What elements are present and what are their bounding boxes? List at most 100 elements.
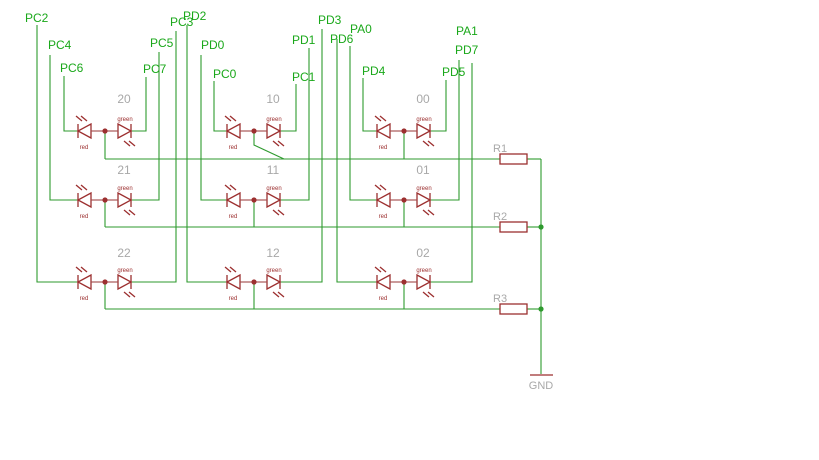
net-label-pc1: PC1 [292, 70, 316, 84]
wire-green-10 [280, 84, 297, 132]
led-green-00 [416, 122, 432, 140]
led-green-label: green [266, 268, 281, 274]
net-label-pd1: PD1 [292, 33, 316, 47]
led-red-ray [80, 266, 88, 273]
net-label-pc2: PC2 [25, 11, 49, 25]
led-red-ray [379, 184, 387, 191]
led-red-ray [80, 115, 88, 122]
led-red-01 [375, 191, 391, 209]
net-label-pa1: PA1 [456, 24, 478, 38]
led-green-ray [272, 140, 280, 147]
led-green-label: green [416, 268, 431, 274]
led-red-ray [224, 115, 232, 122]
wire-green-01 [430, 60, 460, 201]
led-red-12 [225, 273, 241, 291]
led-red-label: red [229, 214, 238, 220]
labels: PC2PC4PC6PC3PC5PC7PD2PD0PC0PD3PD1PC1PD6P… [25, 9, 553, 392]
resistor-r2 [499, 221, 528, 233]
led-green-10 [266, 122, 282, 140]
net-label-pc0: PC0 [213, 67, 237, 81]
net-label-pc7: PC7 [143, 62, 167, 76]
wire-green-22 [131, 31, 177, 283]
resistor-r3 [499, 303, 528, 315]
led-red-ray [374, 115, 382, 122]
led-red-ray [224, 266, 232, 273]
led-cell-10: red green [224, 115, 285, 151]
net-label-pa0: PA0 [350, 22, 372, 36]
junction-dot [102, 279, 108, 285]
led-green-ray [123, 140, 131, 147]
cell-label-10: 10 [266, 92, 280, 106]
resistor-label-r3: R3 [493, 293, 507, 305]
led-red-ray [75, 115, 83, 122]
led-red-label: red [379, 296, 388, 302]
net-label-pc6: PC6 [60, 61, 84, 75]
led-green-label: green [416, 186, 431, 192]
led-red-ray [229, 115, 237, 122]
led-green-ray [422, 209, 430, 216]
led-red-20 [76, 122, 92, 140]
junction-dot [251, 279, 257, 285]
wires [36, 25, 544, 374]
led-red-ray [379, 115, 387, 122]
wire-green-02 [430, 63, 473, 283]
led-green-11 [266, 191, 282, 209]
led-red-10 [225, 122, 241, 140]
led-green-label: green [117, 186, 132, 192]
led-green-ray [277, 291, 285, 298]
led-green-01 [416, 191, 432, 209]
led-green-label: green [416, 117, 431, 123]
junction-dot [401, 279, 407, 285]
led-green-ray [128, 140, 136, 147]
junction-dot [401, 197, 407, 203]
wire-green-21 [131, 52, 160, 201]
led-green-ray [277, 209, 285, 216]
net-label-pc5: PC5 [150, 36, 174, 50]
led-red-ray [229, 184, 237, 191]
resistor-label-r1: R1 [493, 143, 507, 155]
led-green-label: green [117, 117, 132, 123]
ground-label: GND [529, 380, 554, 392]
led-red-ray [374, 184, 382, 191]
led-green-20 [117, 122, 133, 140]
junction-dot [102, 128, 108, 134]
wire-red-20 [63, 76, 78, 132]
resistor-label-r2: R2 [493, 211, 507, 223]
parts: redgreenredgreenredgreenredgreenredgreen… [75, 115, 553, 376]
led-green-22 [117, 273, 133, 291]
junction-dot [538, 306, 544, 312]
led-green-21 [117, 191, 133, 209]
net-label-pd6: PD6 [330, 32, 354, 46]
wire-red-22 [36, 25, 78, 283]
led-red-ray [75, 266, 83, 273]
junction-dot [102, 197, 108, 203]
led-green-ray [422, 291, 430, 298]
net-label-pd0: PD0 [201, 38, 225, 52]
led-green-02 [416, 273, 432, 291]
wire-green-20 [131, 77, 147, 132]
led-green-label: green [266, 117, 281, 123]
cell-label-20: 20 [117, 92, 131, 106]
led-green-ray [272, 291, 280, 298]
wire-red-00 [362, 78, 377, 132]
wire-red-10 [213, 81, 227, 132]
led-green-ray [128, 291, 136, 298]
wire-red-01 [349, 46, 377, 201]
led-red-label: red [229, 145, 238, 151]
led-red-ray [224, 184, 232, 191]
wire-red-21 [49, 55, 78, 201]
wire-red-02 [336, 39, 377, 283]
led-green-label: green [117, 268, 132, 274]
cell-label-02: 02 [416, 246, 430, 260]
net-label-pd3: PD3 [318, 13, 342, 27]
cell-label-11: 11 [267, 163, 280, 177]
net-label-pc4: PC4 [48, 38, 72, 52]
led-red-label: red [229, 296, 238, 302]
led-red-11 [225, 191, 241, 209]
led-red-ray [229, 266, 237, 273]
wire-green-00 [430, 80, 447, 132]
led-red-ray [379, 266, 387, 273]
